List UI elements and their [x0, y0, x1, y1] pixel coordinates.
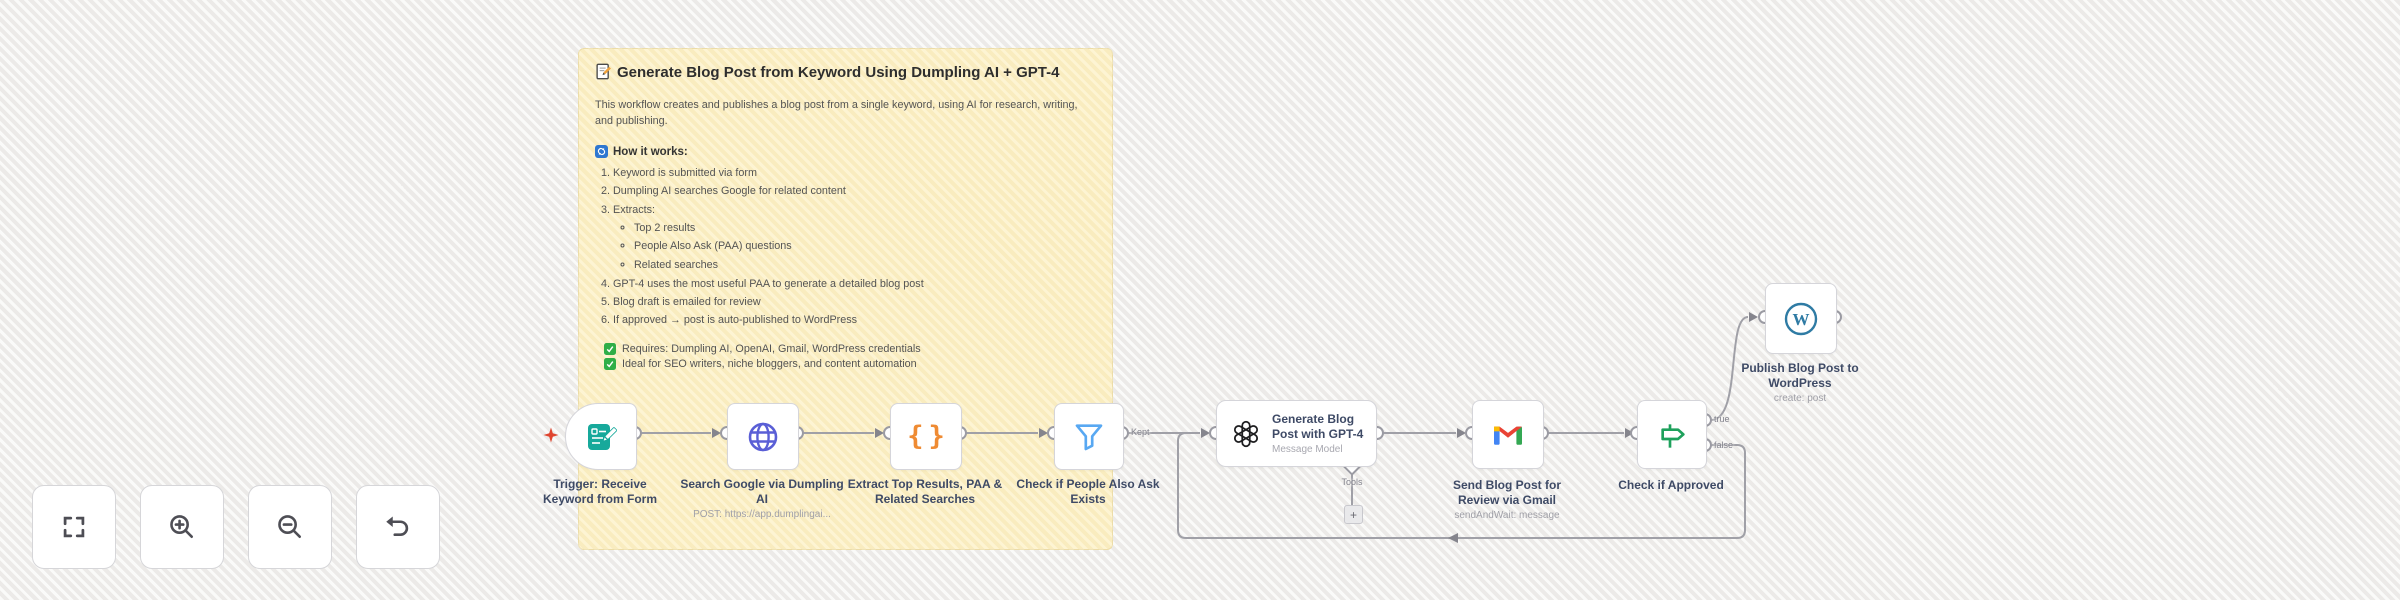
node-label-gmail: Send Blog Post for Review via Gmail send…: [1453, 478, 1561, 521]
output-label-kept: Kept: [1131, 427, 1150, 437]
step-item: Dumpling AI searches Google for related …: [613, 183, 1096, 200]
trigger-sparkle-icon: [543, 427, 559, 443]
repeat-icon: [595, 145, 608, 159]
node-filter[interactable]: [1054, 403, 1124, 470]
zoom-to-fit-button[interactable]: [32, 485, 116, 569]
code-braces-icon: {}: [907, 421, 950, 452]
node-form-trigger[interactable]: [565, 403, 637, 470]
form-trigger-icon: [588, 423, 617, 450]
note-row: Requires: Dumpling AI, OpenAI, Gmail, Wo…: [604, 342, 1096, 355]
gmail-icon: [1494, 426, 1522, 445]
node-title: Generate Blog Post with GPT-4: [1272, 412, 1364, 441]
zoom-out-button[interactable]: [248, 485, 332, 569]
node-subtitle: Message Model: [1272, 444, 1343, 455]
step-item: GPT-4 uses the most useful PAA to genera…: [613, 276, 1096, 293]
node-if-approved[interactable]: [1637, 400, 1707, 469]
how-it-works-heading: How it works:: [595, 145, 1096, 159]
sticky-title: Generate Blog Post from Keyword Using Du…: [595, 62, 1096, 84]
node-label-filter: Check if People Also Ask Exists: [1016, 477, 1160, 506]
globe-icon: [748, 422, 778, 451]
canvas-toolbar: [32, 485, 440, 569]
node-label-code: Extract Top Results, PAA & Related Searc…: [847, 477, 1003, 506]
signpost-icon: [1661, 423, 1685, 448]
output-label-false: false: [1714, 440, 1734, 450]
node-label-if-approved: Check if Approved: [1618, 478, 1724, 492]
connection-arrowheads: [712, 312, 1758, 543]
memo-icon: [596, 63, 611, 80]
node-wordpress[interactable]: W: [1765, 283, 1837, 354]
output-label-true: true: [1714, 414, 1730, 424]
node-gmail[interactable]: [1472, 400, 1544, 469]
reset-zoom-button[interactable]: [356, 485, 440, 569]
extracts-sublist: Top 2 results People Also Ask (PAA) ques…: [613, 220, 1096, 274]
svg-text:W: W: [1793, 310, 1810, 329]
wordpress-icon: W: [1784, 302, 1818, 335]
add-tool-button[interactable]: +: [1344, 505, 1363, 524]
node-label-form-trigger: Trigger: Receive Keyword from Form: [542, 477, 657, 506]
node-http-request[interactable]: [727, 403, 799, 470]
check-icon: [604, 342, 616, 355]
sticky-intro: This workflow creates and publishes a bl…: [595, 98, 1078, 128]
fit-view-icon: [63, 516, 85, 538]
how-it-works-steps: Keyword is submitted via form Dumpling A…: [595, 165, 1096, 329]
zoom-in-icon: [170, 515, 194, 539]
check-icon: [604, 357, 616, 370]
sticky-notes: Requires: Dumpling AI, OpenAI, Gmail, Wo…: [604, 342, 1096, 370]
step-item: Extracts: Top 2 results People Also Ask …: [613, 202, 1096, 274]
reset-zoom-icon: [386, 516, 409, 536]
sub-item: People Also Ask (PAA) questions: [634, 238, 1096, 255]
sticky-note[interactable]: Generate Blog Post from Keyword Using Du…: [578, 48, 1113, 550]
connection-wires: [641, 316, 1749, 539]
zoom-in-button[interactable]: [140, 485, 224, 569]
sub-item: Top 2 results: [634, 220, 1096, 237]
node-code[interactable]: {}: [890, 403, 962, 470]
step-item: Keyword is submitted via form: [613, 165, 1096, 182]
filter-icon: [1075, 423, 1103, 450]
node-label-http-request: Search Google via Dumpling AI POST: http…: [680, 477, 844, 520]
node-label-wordpress: Publish Blog Post to WordPress create: p…: [1741, 361, 1859, 404]
step-item: If approved → post is auto-published to …: [613, 312, 1096, 329]
step-item: Blog draft is emailed for review: [613, 294, 1096, 311]
note-row: Ideal for SEO writers, niche bloggers, a…: [604, 357, 1096, 370]
sub-item: Related searches: [634, 257, 1096, 274]
output-label-tools: Tools: [1341, 477, 1363, 487]
node-inner-text: Generate Blog Post with GPT-4 Message Mo…: [1272, 412, 1376, 455]
node-openai-gpt4[interactable]: Generate Blog Post with GPT-4 Message Mo…: [1216, 400, 1377, 467]
openai-icon: [1233, 420, 1259, 447]
zoom-out-icon: [278, 515, 302, 539]
